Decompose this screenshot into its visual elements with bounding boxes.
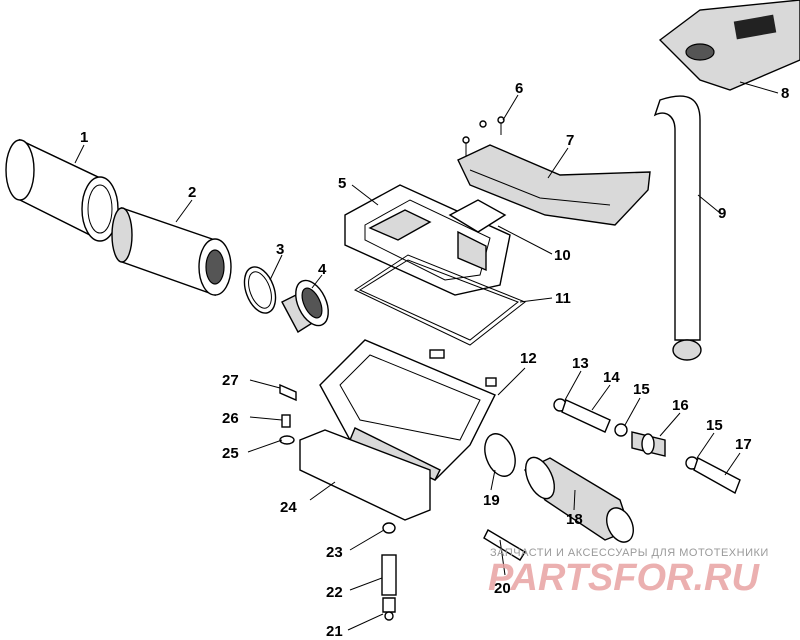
part-11-gasket	[353, 254, 526, 346]
part-1-prefilter	[5, 138, 119, 242]
callout-16: 16	[672, 397, 689, 414]
part-5-cover-frame	[344, 184, 511, 296]
callout-22: 22	[326, 584, 343, 601]
callout-8: 8	[781, 85, 789, 102]
leader-lines	[74, 81, 779, 631]
callout-6: 6	[515, 80, 523, 97]
callout-24: 24	[280, 499, 297, 516]
part-15-clamp-a	[614, 423, 628, 437]
callout-7: 7	[566, 132, 574, 149]
callout-11: 11	[555, 290, 571, 307]
callout-27: 27	[222, 372, 239, 389]
callout-25: 25	[222, 445, 239, 462]
part-25-washer	[279, 435, 295, 445]
callout-2: 2	[188, 184, 196, 201]
callout-labels: 1 2 3 4 5 6 7 8 9 10 11 12 13 14 15 16 1…	[80, 80, 789, 640]
callout-26: 26	[222, 410, 239, 427]
callout-4: 4	[318, 261, 327, 278]
callout-3: 3	[276, 241, 284, 258]
part-3-clamp	[243, 266, 277, 314]
callout-18: 18	[566, 511, 583, 528]
part-22-tube	[381, 554, 397, 596]
watermark-logo: PARTSFOR.RU	[488, 557, 760, 599]
part-16-fitting	[631, 431, 666, 457]
callout-9: 9	[718, 205, 726, 222]
callout-21: 21	[326, 623, 343, 640]
part-6-screws	[462, 116, 505, 160]
callout-23: 23	[326, 544, 343, 561]
part-10-inlet	[448, 199, 507, 272]
part-19-ring	[484, 433, 516, 477]
part-14-hose	[561, 399, 611, 433]
part-18-outlet-boot	[523, 456, 634, 543]
part-27-bracket	[279, 383, 297, 402]
part-9-tube	[653, 95, 702, 361]
callout-15-b: 15	[706, 417, 723, 434]
callout-20: 20	[494, 580, 511, 597]
part-24-shield	[299, 429, 431, 521]
callout-5: 5	[338, 175, 346, 192]
callout-1: 1	[80, 129, 88, 146]
callout-14: 14	[603, 369, 620, 386]
callout-19: 19	[483, 492, 500, 509]
callout-15-a: 15	[633, 381, 650, 398]
callout-10: 10	[554, 247, 571, 264]
part-8-housing-top	[658, 0, 800, 91]
callout-12: 12	[520, 350, 537, 367]
part-7-intake-duct	[457, 144, 651, 226]
part-2-filter-element	[111, 207, 232, 296]
part-23-cap	[382, 522, 396, 534]
watermark-tagline: ЗАПЧАСТИ И АКСЕССУАРЫ ДЛЯ МОТОТЕХНИКИ	[490, 547, 769, 559]
watermark: ЗАПЧАСТИ И АКСЕССУАРЫ ДЛЯ МОТОТЕХНИКИ PA…	[488, 547, 769, 599]
callout-13: 13	[572, 355, 589, 372]
callout-17: 17	[735, 436, 752, 453]
part-20-drain-tube	[483, 529, 526, 561]
part-4-adapter	[281, 279, 329, 333]
part-21-valve	[382, 597, 396, 621]
part-26-bolt	[281, 414, 291, 428]
